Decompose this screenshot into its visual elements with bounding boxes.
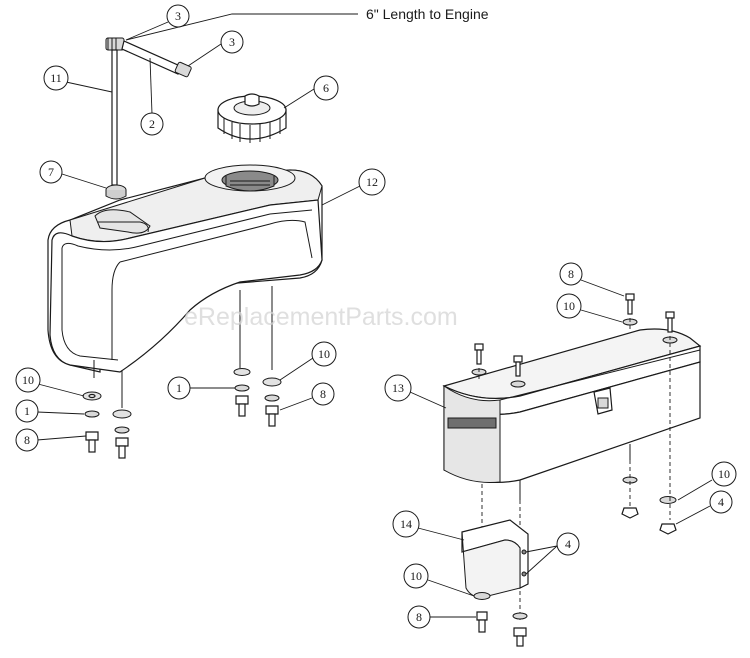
mounting-bracket: [461, 519, 529, 647]
callout-14: 14: [392, 510, 465, 541]
callout-8-tank-left: 8: [15, 428, 87, 452]
callout-label: 8: [416, 610, 422, 624]
callout-label: 6: [323, 81, 329, 95]
callout-label: 4: [565, 537, 571, 551]
callout-label: 7: [48, 165, 54, 179]
callout-8-bracket: 8: [407, 605, 476, 629]
watermark: eReplacementParts.com: [184, 303, 458, 331]
callout-10-tank-left: 10: [15, 367, 85, 397]
callout-10-bracket: 10: [403, 563, 475, 597]
callout-label: 4: [718, 495, 724, 509]
callout-10-toolbox-right: 10: [677, 461, 737, 501]
callout-4-bracket: 4: [525, 532, 580, 575]
tank-hardware-left: [82, 391, 132, 459]
callout-13: 13: [384, 374, 447, 409]
callout-7: 7: [39, 160, 107, 189]
callout-label: 3: [229, 35, 235, 49]
callout-1-tank-right: 1: [167, 376, 235, 400]
callout-6: 6: [283, 75, 339, 109]
callout-label: 8: [24, 433, 30, 447]
toolbox-hardware: [471, 293, 678, 620]
callout-8-toolbox: 8: [559, 262, 625, 297]
toolbox: [442, 328, 702, 500]
callout-label: 8: [568, 267, 574, 281]
callout-label: 10: [563, 299, 575, 313]
callout-label: 10: [318, 347, 330, 361]
callout-10-toolbox-top: 10: [556, 293, 623, 323]
gas-cap: [217, 93, 287, 143]
callout-label: 2: [149, 117, 155, 131]
callout-4-toolbox-right: 4: [675, 490, 733, 525]
callout-11: 11: [43, 65, 113, 93]
callout-label: 14: [400, 517, 412, 531]
callout-1-tank-left: 1: [15, 399, 85, 423]
callout-3-right: 3: [187, 30, 244, 67]
callout-label: 10: [718, 467, 730, 481]
engine-length-note: 6" Length to Engine: [366, 6, 489, 22]
callout-2: 2: [140, 57, 164, 136]
callout-label: 8: [320, 387, 326, 401]
callout-12: 12: [321, 168, 386, 206]
fuel-line-assembly: [105, 37, 192, 200]
callout-label: 11: [50, 71, 62, 85]
callout-10-tank-right: 10: [279, 341, 337, 381]
callout-label: 10: [22, 373, 34, 387]
tank-hardware-right: [233, 368, 282, 427]
callout-label: 1: [176, 381, 182, 395]
fuel-tank: [47, 164, 323, 408]
callout-label: 12: [366, 175, 378, 189]
callout-label: 10: [410, 569, 422, 583]
callout-8-tank-right: 8: [279, 382, 335, 411]
callout-label: 3: [175, 9, 181, 23]
callout-label: 13: [392, 381, 404, 395]
callout-label: 1: [24, 404, 30, 418]
callout-3-top: 3: [125, 4, 190, 41]
